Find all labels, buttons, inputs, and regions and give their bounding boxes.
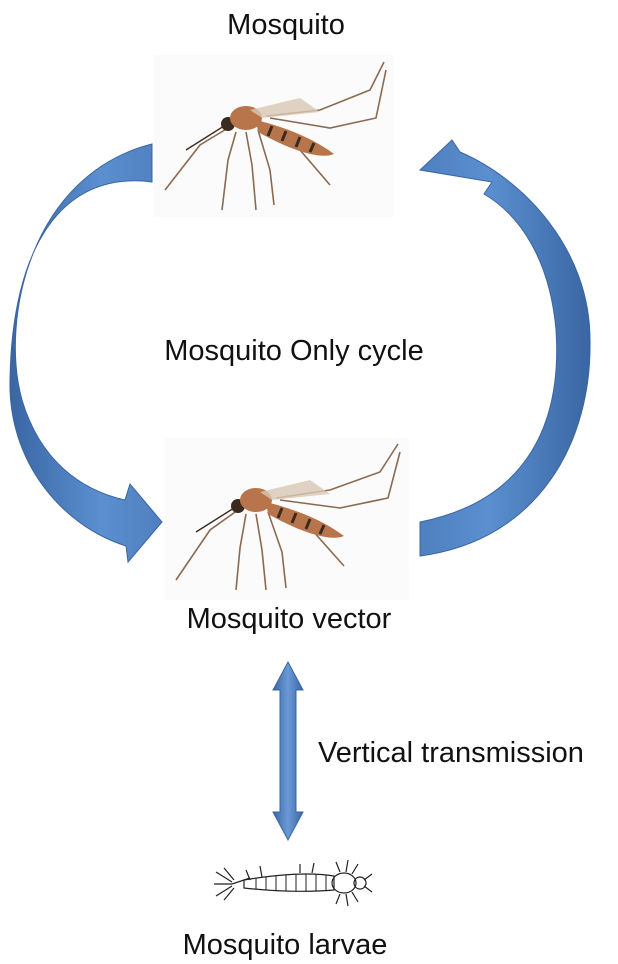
mosquito-vector-label: Mosquito vector — [0, 602, 578, 636]
mosquito-larva-image — [205, 858, 373, 910]
vertical-double-arrow — [273, 662, 303, 840]
mosquito-larvae-label: Mosquito larvae — [0, 928, 570, 962]
mosquito-vector-image — [165, 438, 409, 600]
mosquito-label: Mosquito — [0, 8, 572, 42]
mosquito-top-image — [154, 55, 394, 217]
mosquito-only-cycle-label: Mosquito Only cycle — [0, 334, 588, 368]
vertical-transmission-label: Vertical transmission — [318, 736, 584, 770]
